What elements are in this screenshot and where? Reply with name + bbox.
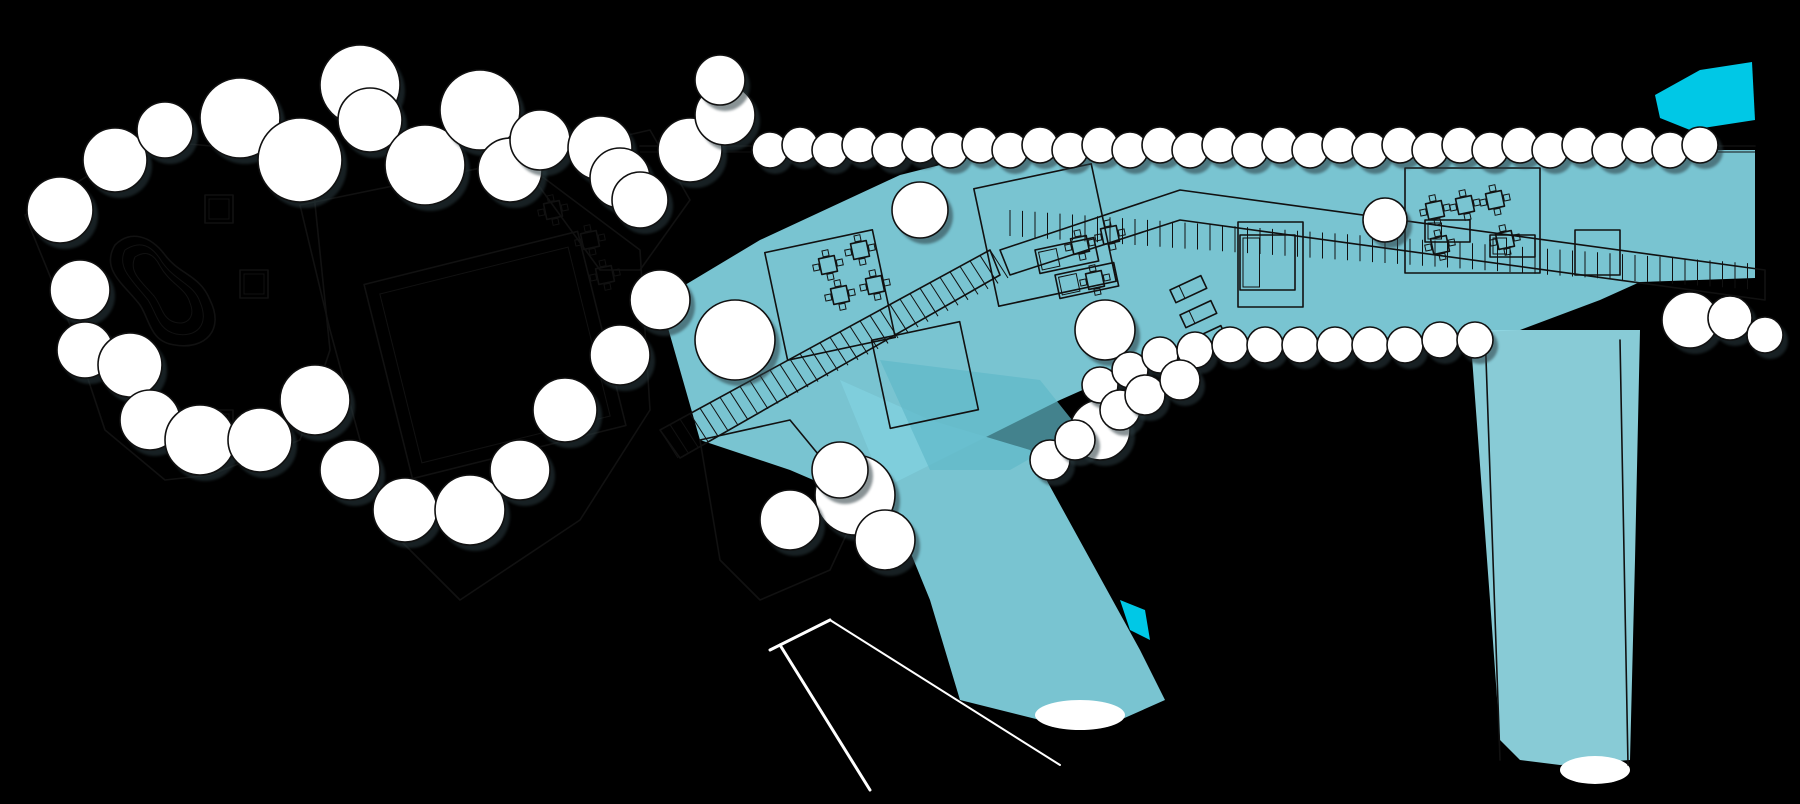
tree-canopy-icon [509,109,575,176]
water-channel-right [1470,330,1640,765]
tree-canopy-icon [279,364,355,441]
tree-canopy-icon [854,509,920,576]
dining-table-icon [1479,184,1511,216]
tree-canopy-icon [589,324,655,391]
tree-canopy-icon [931,131,973,174]
tree-canopy-icon [97,332,167,403]
tree-canopy-icon [1746,316,1788,359]
tree-canopy-icon [227,407,297,478]
tree-canopy-icon [629,269,695,336]
trees [26,44,1788,576]
tree-canopy-icon [694,54,750,111]
tree-canopy-icon [319,439,385,506]
tree-canopy-icon [1124,374,1170,421]
tree-canopy-icon [337,87,407,158]
tree-canopy-icon [1456,321,1498,364]
tree-canopy-icon [1316,326,1358,369]
pond [109,235,216,347]
bed-icon [1054,261,1120,300]
tree-canopy-icon [759,489,825,556]
water-splash-top [1655,62,1755,130]
dining-table-icon [537,194,569,226]
lounge-chair-icon [1179,299,1218,329]
tree-canopy-icon [1421,321,1463,364]
tree-canopy-icon [611,171,673,234]
furniture [204,184,1536,439]
tree-canopy-icon [1321,126,1363,169]
tree-canopy-icon [26,176,98,249]
planter-icon [239,269,269,299]
tree-canopy-icon [694,299,780,386]
pavilion-3 [1237,221,1304,308]
tree-canopy-icon [1681,126,1723,169]
cabana-2 [1574,229,1621,276]
tree-canopy-icon [49,259,115,326]
dining-table-icon [1424,229,1456,261]
dining-table-icon [859,269,891,301]
lounge-chair-icon [1169,274,1208,304]
tree-canopy-icon [1176,331,1218,374]
tree-canopy-icon [372,477,442,548]
tree-canopy-icon [811,441,873,504]
tree-canopy-icon [1246,326,1288,369]
foam [1560,756,1630,784]
pavilion-2 [973,163,1117,307]
dining-table-icon [1094,219,1126,251]
dining-table-icon [1079,264,1111,296]
dining-table-icon [844,234,876,266]
tree-canopy-icon [136,101,198,164]
tree-canopy-icon [82,127,152,198]
tree-canopy-icon [1362,197,1412,248]
foam [1035,700,1125,730]
tree-canopy-icon [489,439,555,506]
dining-table-icon [812,249,844,281]
tree-canopy-icon [1707,295,1757,346]
tree-canopy-icon [1351,326,1393,369]
dining-table-icon [574,224,606,256]
bed-icon [1424,219,1471,243]
dining-table-icon [824,279,856,311]
tree-canopy-icon [1386,326,1428,369]
tree-canopy-icon [439,69,525,156]
tree-canopy-icon [532,377,602,448]
planter-icon [204,194,234,224]
water-deep [880,360,1080,470]
tree-canopy-icon [434,474,510,551]
garden-bottom [699,419,861,601]
dining-table-icon [589,259,621,291]
tree-canopy-icon [891,181,953,244]
bed-icon [1489,234,1536,258]
tree-canopy-icon [1074,299,1140,366]
bed-icon [1239,234,1296,291]
tree-canopy-icon [257,117,347,208]
bed-icon [1034,236,1100,275]
water-channel-left [840,380,1165,720]
tree-canopy-icon [1159,359,1205,406]
cabana [870,320,980,430]
water-splash-mid [1120,600,1150,640]
tree-canopy-icon [1211,326,1253,369]
tree-canopy-icon [384,124,470,211]
tree-canopy-icon [1054,419,1100,466]
boardwalk-slats [659,210,1748,459]
tree-canopy-icon [164,404,240,481]
tree-canopy-icon [1281,326,1323,369]
